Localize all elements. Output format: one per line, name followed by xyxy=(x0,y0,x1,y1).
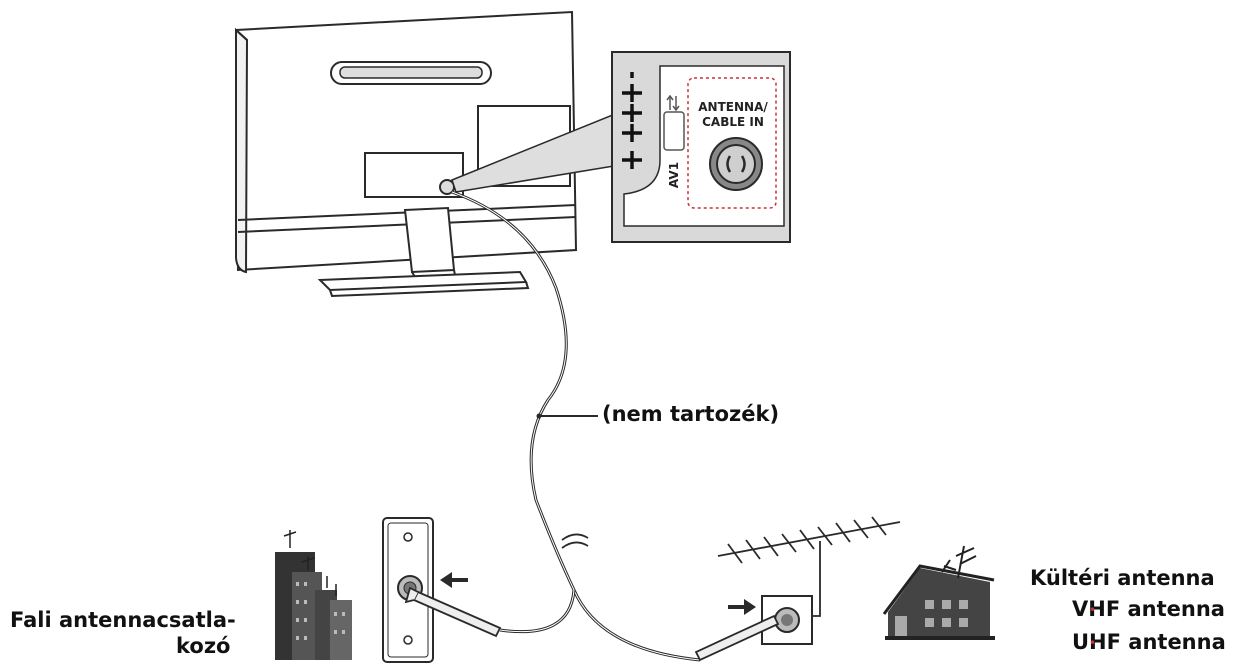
wall-socket-label-line2: kozó xyxy=(176,634,231,658)
port-label-line1: ANTENNA/ xyxy=(698,100,768,114)
uhf-red-mark: • xyxy=(1089,636,1097,650)
insert-arrow-socket xyxy=(728,599,756,615)
av-label: AV1 xyxy=(667,161,681,189)
tv-rear-view xyxy=(234,10,578,298)
insert-arrow-wall xyxy=(440,572,468,588)
wall-socket-label-line1: Fali antennacsatla- xyxy=(10,608,236,632)
port-panel xyxy=(611,51,791,243)
panel-pins xyxy=(622,72,642,169)
port-label-line2: CABLE IN xyxy=(702,115,764,129)
vhf-red-mark: • xyxy=(1089,603,1097,617)
antenna-socket-box xyxy=(761,595,813,645)
wall-socket-plate xyxy=(382,517,434,663)
cable-note-label: (nem tartozék) xyxy=(602,402,780,426)
outdoor-antenna-icon xyxy=(717,516,901,617)
house-icon xyxy=(882,545,995,640)
uhf-antenna-label: UHF antenna xyxy=(1072,630,1226,654)
coax-connector-icon xyxy=(709,137,763,191)
outdoor-antenna-label: Kültéri antenna xyxy=(1030,566,1215,590)
wall-plug xyxy=(404,586,502,638)
socket-plug xyxy=(694,614,780,662)
cable-break-mark xyxy=(561,533,589,549)
coax-cable xyxy=(451,190,701,662)
switch-icon xyxy=(663,94,685,151)
apartment-building-icon xyxy=(275,530,352,660)
vhf-antenna-label: VHF antenna xyxy=(1072,597,1225,621)
